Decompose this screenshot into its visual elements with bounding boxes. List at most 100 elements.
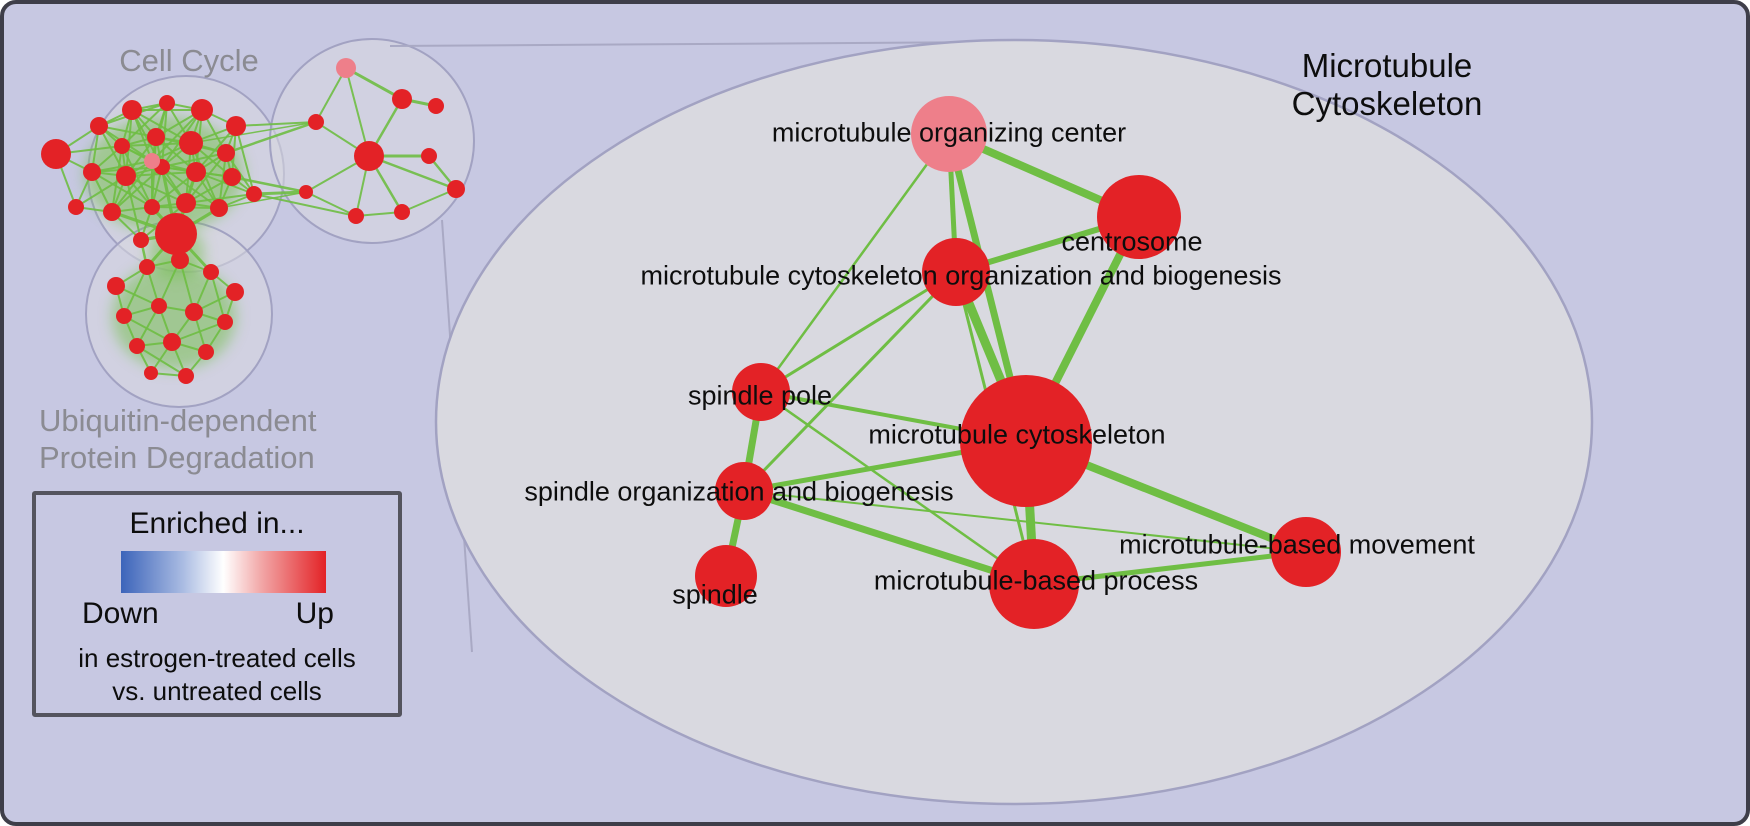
overview-edge [225,120,317,155]
overview-node [133,232,149,248]
magnified-nodes [695,96,1341,629]
node-microtubule-based-movement [1271,517,1341,587]
edge-spindle-organization-and-biogenesis--microtubule-based-movement [743,490,1307,553]
overview-edge [151,109,203,162]
overview-edge [91,171,153,208]
overview-edge [125,175,142,241]
overview-node [308,114,324,130]
legend-up-label: Up [295,597,334,630]
zoom-callout-line-top [389,41,1005,47]
overview-node [246,186,262,202]
overview-edge [111,166,163,213]
overview-edge [91,160,153,173]
overview-edge [185,152,227,204]
node-microtubule-based-process [989,539,1079,629]
cluster-label-ubiquitin: Ubiquitin-dependent Protein Degradation [39,402,317,476]
overview-node [107,277,125,295]
overview-node [210,199,228,217]
overview-edge [123,266,148,317]
overview-edge [195,171,255,195]
legend-caption-line1: in estrogen-treated cells [78,643,356,673]
overview-node [144,366,158,380]
overview-node [198,344,214,360]
overview-edge [218,191,307,209]
cluster-label-ubiquitin-line2: Protein Degradation [39,440,315,475]
edge-microtubule-based-process--microtubule-based-movement [1033,549,1307,587]
edge-spindle-organization-and-biogenesis--microtubule-based-process [742,487,1036,588]
cluster-label-ubiquitin-line1: Ubiquitin-dependent [39,403,317,438]
overview-node [129,338,145,354]
node-label-microtubule-cytoskeleton: microtubule cytoskeleton [868,419,1166,450]
node-label-spindle-pole: spindle pole [687,380,833,411]
overview-edge [305,191,357,217]
node-centrosome [1097,175,1181,259]
overview-node [336,58,356,78]
overview-edge [136,345,187,377]
overview-edge [235,125,255,195]
overview-edge [121,145,153,208]
overview-node [203,264,219,280]
overview-node [116,166,136,186]
edge-microtubule-cytoskeleton-organization-and-biogenesis--spindle-organization-and-biogenesis [742,270,958,493]
overview-node [392,89,412,109]
overview-node [217,314,233,330]
overview-node [191,99,213,121]
legend-caption-line2: vs. untreated cells [112,676,322,706]
overview-edge [401,188,457,213]
overview-node [159,95,175,111]
legend-title: Enriched in... [129,507,305,540]
overview-node [83,163,101,181]
overview-node [147,128,165,146]
overview-node [421,148,437,164]
overview-edge [345,67,370,157]
magnified-title: Microtubule Cytoskeleton [1292,47,1483,123]
overview-node [151,298,167,314]
overview-edge [231,175,307,194]
overview-edge [98,125,157,138]
node-microtubule-cytoskeleton-organization-and-biogenesis [922,238,990,306]
node-label-spindle-organization-and-biogenesis: spindle organization and biogenesis [524,476,954,507]
overview-edge [123,315,173,343]
overview-node [179,131,203,155]
node-label-spindle: spindle [672,579,758,610]
overview-node [428,98,444,114]
overview-nodes [41,58,465,384]
node-label-microtubule-based-movement: microtubule-based movement [1119,529,1475,560]
network-figure-svg [41,38,1594,806]
overview-edge [235,121,317,127]
overview-node [171,251,189,269]
overview-node [103,203,121,221]
node-spindle-organization-and-biogenesis [715,462,773,520]
legend-down-label: Down [82,597,159,630]
overview-node [217,144,235,162]
legend: Enriched in... Down Up in estrogen-treat… [32,491,402,717]
overview-node [447,180,465,198]
magnified-title-line2: Cytoskeleton [1291,85,1483,122]
overview-edge [185,193,255,204]
node-microtubule-organizing-center [911,96,987,172]
overview-edge [345,66,403,101]
overview-node [90,117,108,135]
node-label-microtubule-based-process: microtubule-based process [873,565,1199,596]
overview-node [348,208,364,224]
overview-node [223,168,241,186]
overview-node [186,162,206,182]
overview-edge [195,125,237,173]
legend-color-gradient [121,551,326,593]
overview-node [139,259,155,275]
overview-node [114,138,130,154]
overview-edge [253,193,357,217]
overview-node [354,141,384,171]
overview-node [226,116,246,136]
overview-edge [210,271,226,323]
edge-microtubule-organizing-center--spindle-pole [759,133,951,393]
overview-edge [171,321,226,343]
overview-edge [315,67,347,123]
overview-node [144,153,160,169]
overview-node [226,283,244,301]
overview-node [116,308,132,324]
magnified-title-line1: Microtubule [1301,47,1473,84]
overview-edge [161,152,227,168]
overview-node [155,213,197,255]
